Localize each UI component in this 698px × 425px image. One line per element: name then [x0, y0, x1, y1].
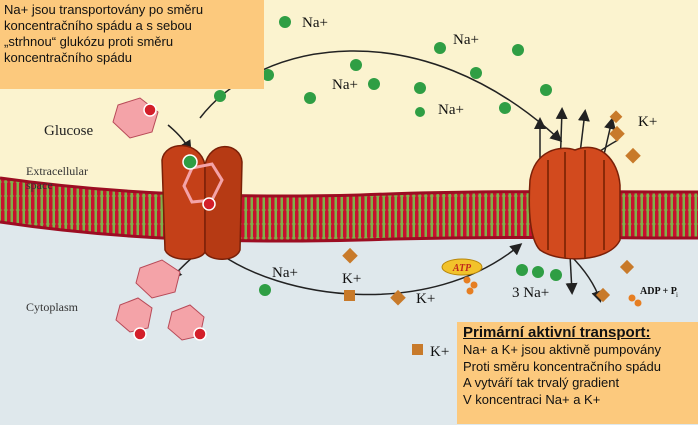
na-label-top-1: Na+ [302, 15, 328, 31]
top-note-line-2: koncentračního spádu a s sebou [4, 18, 260, 34]
k-label-bottom-1: K+ [342, 271, 361, 287]
glucose-molecule-outside [113, 98, 158, 138]
bottom-note-line-3: A vytváří tak trvalý gradient [463, 375, 692, 392]
sodium-glucose-symporter [162, 146, 242, 260]
na-label-top-2: Na+ [453, 32, 479, 48]
na-label-bottom: Na+ [272, 265, 298, 281]
k-label-bottom-2: K+ [416, 291, 435, 307]
bottom-note: Primární aktivní transport: Na+ a K+ jso… [457, 322, 698, 424]
k-label-top: K+ [638, 114, 657, 130]
top-note-line-4: koncentračního spádu [4, 50, 260, 66]
bottom-note-line-1: Na+ a K+ jsou aktivně pumpovány [463, 342, 692, 359]
cytoplasm-label: Cytoplasm [26, 300, 79, 314]
na-label-top-4: Na+ [438, 102, 464, 118]
extracellular-label-1: Extracellular [26, 164, 88, 178]
na-label-top-3: Na+ [332, 77, 358, 93]
atp-label: ATP [452, 263, 472, 274]
bottom-note-line-2: Proti směru koncentračního spádu [463, 359, 692, 376]
three-na-label: 3 Na+ [512, 285, 549, 301]
glucose-label: Glucose [44, 123, 93, 139]
top-note-line-1: Na+ jsou transportovány po směru [4, 2, 260, 18]
bottom-note-line-4: V koncentraci Na+ a K+ [463, 392, 692, 409]
top-note: Na+ jsou transportovány po směru koncent… [0, 0, 264, 89]
top-note-line-3: „strhnou“ glukózu proti směru [4, 34, 260, 50]
bottom-note-title: Primární aktivní transport: [463, 324, 692, 342]
na-ions-extracellular [214, 16, 552, 117]
sodium-potassium-pump [529, 147, 620, 259]
k-label-bottom-3: K+ [430, 344, 449, 360]
adp-label: ADP + P [640, 286, 677, 297]
extracellular-label-2: space [26, 178, 53, 192]
adp-sub-label: i [676, 291, 678, 299]
